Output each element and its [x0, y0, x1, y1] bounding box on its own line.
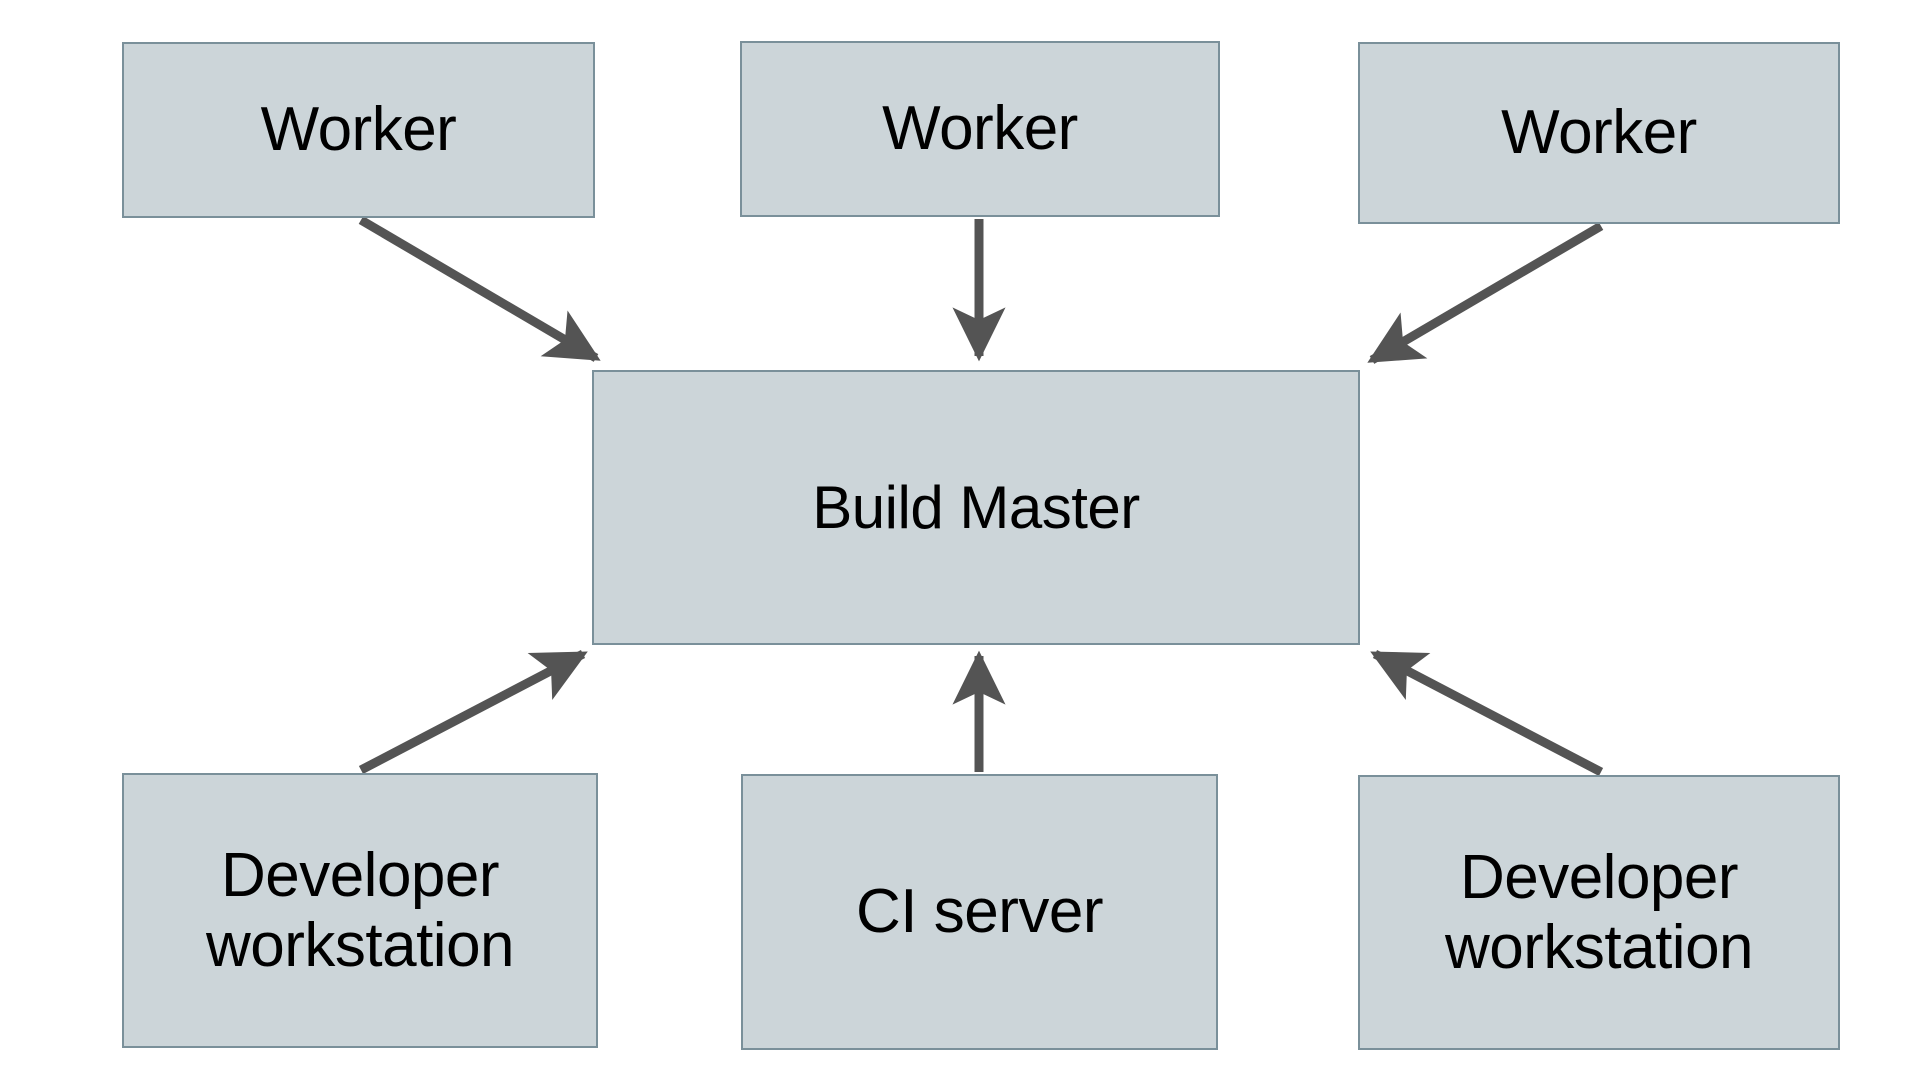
node-ci-server[interactable]: CI server — [741, 774, 1218, 1050]
node-worker-1[interactable]: Worker — [122, 42, 595, 218]
edge-worker-3-to-build-master — [1367, 222, 1604, 364]
node-worker-2-label: Worker — [882, 94, 1078, 164]
node-build-master-label: Build Master — [812, 473, 1140, 541]
node-developer-workstation-left[interactable]: Developer workstation — [122, 773, 598, 1048]
node-build-master[interactable]: Build Master — [592, 370, 1360, 645]
edge-dev-ws-1-to-build-master — [358, 650, 588, 774]
edge-worker-1-to-build-master — [358, 216, 601, 362]
node-worker-3[interactable]: Worker — [1358, 42, 1840, 224]
node-worker-3-label: Worker — [1501, 98, 1697, 168]
node-worker-1-label: Worker — [260, 95, 457, 165]
node-developer-workstation-right[interactable]: Developer workstation — [1358, 775, 1840, 1050]
node-developer-workstation-right-label: Developer workstation — [1444, 843, 1754, 982]
edge-dev-ws-2-to-build-master — [1370, 650, 1604, 776]
node-ci-server-label: CI server — [856, 877, 1103, 947]
node-worker-2[interactable]: Worker — [740, 41, 1220, 217]
node-developer-workstation-left-label: Developer workstation — [205, 841, 515, 980]
